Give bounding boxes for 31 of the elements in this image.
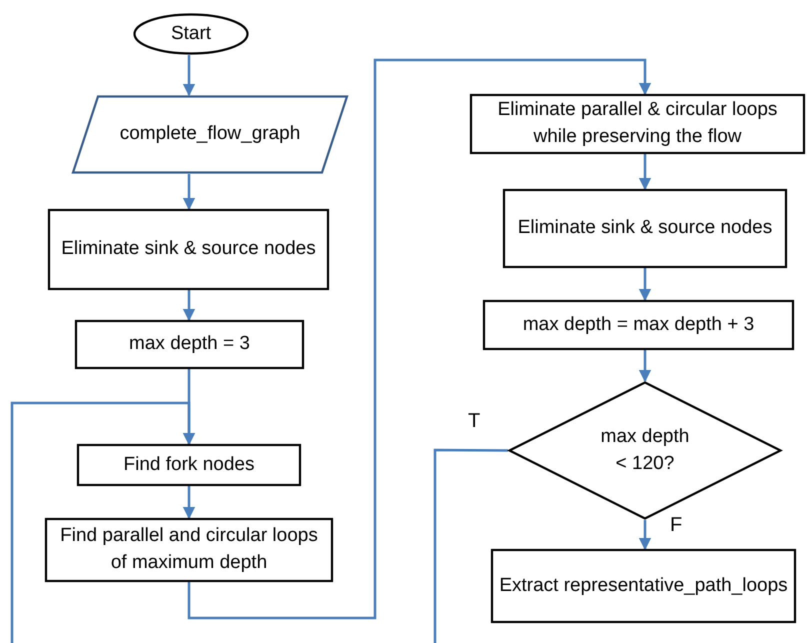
process-box: [48, 209, 329, 290]
process-box: [470, 94, 805, 154]
node-label: Start: [170, 22, 212, 46]
node-label: max depth = max depth + 3: [522, 312, 756, 337]
arrow: [638, 268, 652, 302]
node-label: complete_flow_graph: [118, 122, 302, 146]
node-label: max depth < 120?: [600, 424, 690, 476]
process-box: [45, 518, 333, 582]
node-label: Find parallel and circular loops of maximum depth: [59, 524, 319, 575]
arrow: [10, 402, 508, 643]
arrow: [182, 174, 196, 210]
arrow: [638, 154, 652, 190]
node-label: Find fork nodes: [122, 452, 256, 477]
arrow: [188, 58, 652, 620]
process-box: [491, 549, 796, 623]
node-label: Eliminate sink & source nodes: [516, 216, 774, 240]
arrow: [182, 486, 196, 520]
process-box: [483, 300, 794, 350]
node-label: Eliminate parallel & circular loops while preserving the flow: [496, 98, 778, 149]
process-box: [75, 320, 304, 369]
process-box: [77, 444, 301, 486]
input-parallelogram: [72, 95, 348, 174]
start-ellipse: [133, 13, 249, 55]
arrow: [638, 520, 652, 550]
arrow: [638, 350, 652, 382]
process-box: [503, 189, 787, 268]
node-label: max depth = 3: [128, 332, 251, 356]
node-label: Eliminate sink & source nodes: [60, 237, 317, 262]
arrow: [182, 290, 196, 322]
node-label: Extract representative_path_loops: [498, 574, 789, 598]
arrow: [182, 55, 196, 96]
